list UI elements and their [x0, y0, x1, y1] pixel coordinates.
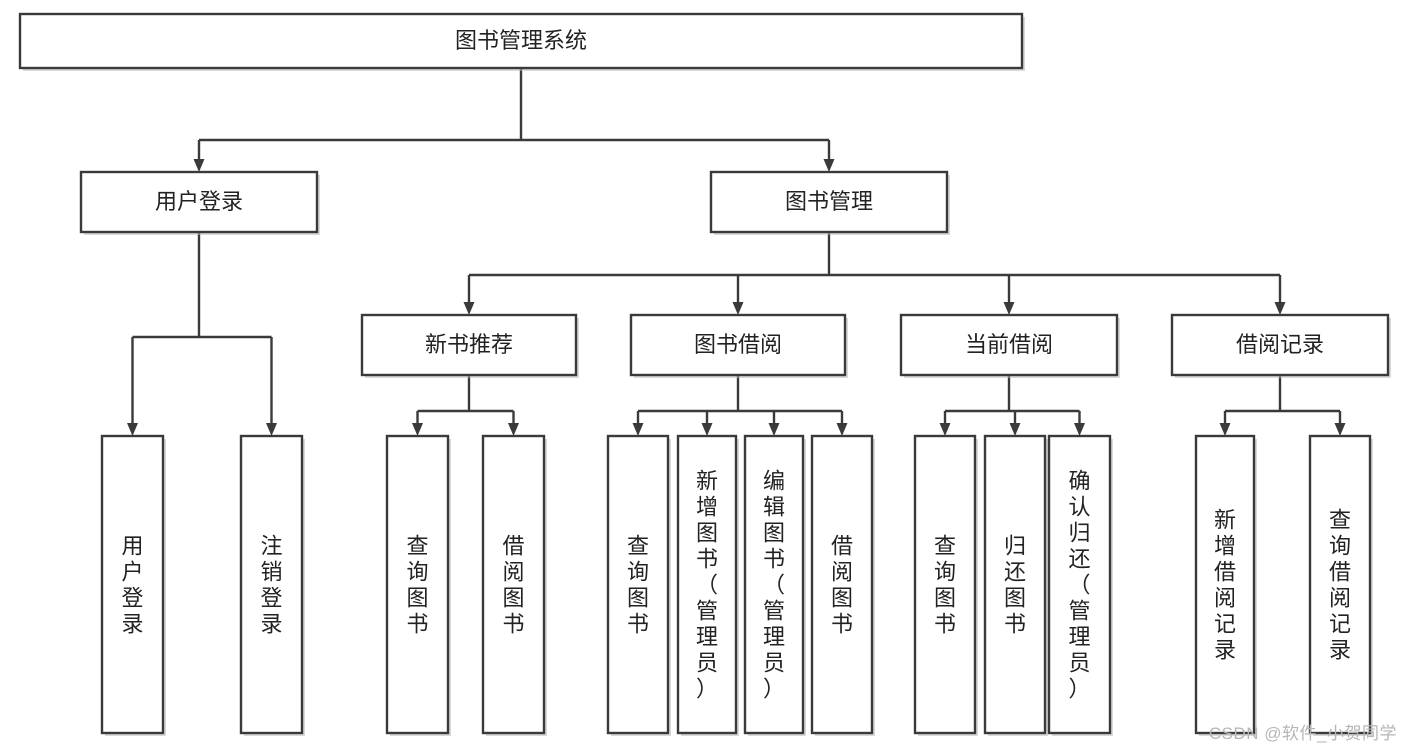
node-label: 编辑图书（管理员）	[763, 469, 785, 702]
node-box	[79, 170, 319, 234]
arrowhead-icon	[1009, 423, 1021, 436]
node-leaf-query-borrow-record[interactable]: 查询借阅记录	[1308, 434, 1373, 736]
node-label: 查询图书	[934, 534, 956, 637]
arrowhead-icon	[1219, 423, 1231, 436]
node-label: 查询图书	[627, 534, 649, 637]
arrowhead-icon	[127, 423, 138, 436]
node-box	[709, 170, 949, 234]
node-leaf-query-book-borrow[interactable]: 查询图书	[606, 434, 671, 736]
arrowhead-icon	[1274, 302, 1286, 315]
edges-layer	[127, 68, 1346, 436]
arrowhead-icon	[701, 423, 713, 436]
node-leaf-add-book-admin[interactable]: 新增图书（管理员）	[676, 434, 739, 736]
node-box	[360, 313, 578, 377]
arrowhead-icon	[1003, 302, 1015, 315]
node-box	[983, 434, 1047, 735]
node-label: 确认归还（管理员）	[1068, 469, 1090, 702]
node-box	[18, 12, 1024, 70]
node-box	[676, 434, 738, 735]
node-new-book-recommend[interactable]: 新书推荐	[360, 313, 579, 378]
node-root[interactable]: 图书管理系统	[18, 12, 1025, 71]
node-leaf-borrow-book-rec[interactable]: 借阅图书	[481, 434, 547, 736]
node-label: 查询图书	[406, 534, 428, 637]
node-label: 借阅记录	[1236, 332, 1324, 357]
node-box	[239, 434, 304, 735]
node-label: 图书管理系统	[455, 28, 587, 53]
node-label: 用户登录	[121, 534, 143, 637]
arrowhead-icon	[768, 423, 780, 436]
node-box	[1194, 434, 1256, 735]
node-leaf-edit-book-admin[interactable]: 编辑图书（管理员）	[743, 434, 806, 736]
node-box	[606, 434, 670, 735]
node-box	[1170, 313, 1390, 377]
node-label: 用户登录	[155, 189, 243, 214]
node-book-manage[interactable]: 图书管理	[709, 170, 950, 235]
arrowhead-icon	[193, 159, 205, 172]
node-label: 图书管理	[785, 189, 873, 214]
node-box	[481, 434, 546, 735]
arrowhead-icon	[266, 423, 277, 436]
arrowhead-icon	[939, 423, 951, 436]
arrowhead-icon	[508, 423, 519, 436]
node-label: 当前借阅	[965, 332, 1053, 357]
node-label: 归还图书	[1004, 534, 1026, 637]
node-box	[913, 434, 977, 735]
arrowhead-icon	[823, 159, 835, 172]
node-box	[899, 313, 1119, 377]
node-label: 查询借阅记录	[1329, 508, 1351, 663]
node-label: 图书借阅	[694, 332, 782, 357]
node-user-login[interactable]: 用户登录	[79, 170, 320, 235]
node-label: 注销登录	[260, 534, 282, 637]
node-leaf-confirm-return-admin[interactable]: 确认归还（管理员）	[1047, 434, 1113, 736]
node-box	[810, 434, 874, 735]
node-leaf-add-borrow-record[interactable]: 新增借阅记录	[1194, 434, 1257, 736]
node-label: 借阅图书	[831, 534, 853, 637]
node-book-borrow[interactable]: 图书借阅	[629, 313, 848, 378]
node-current-borrow[interactable]: 当前借阅	[899, 313, 1120, 378]
nodes-layer: 图书管理系统用户登录图书管理新书推荐图书借阅当前借阅借阅记录用户登录注销登录查询…	[18, 12, 1391, 736]
node-borrow-record[interactable]: 借阅记录	[1170, 313, 1391, 378]
arrowhead-icon	[632, 423, 644, 436]
arrowhead-icon	[836, 423, 848, 436]
node-leaf-query-book-rec[interactable]: 查询图书	[385, 434, 451, 736]
node-leaf-user-login[interactable]: 用户登录	[100, 434, 166, 736]
node-box	[1047, 434, 1112, 735]
arrowhead-icon	[1074, 423, 1085, 436]
arrowhead-icon	[463, 302, 475, 315]
arrowhead-icon	[732, 302, 744, 315]
node-leaf-user-logout[interactable]: 注销登录	[239, 434, 305, 736]
node-box	[629, 313, 847, 377]
node-label: 新书推荐	[425, 332, 513, 357]
node-label: 借阅图书	[502, 534, 524, 637]
node-box	[1308, 434, 1372, 735]
node-box	[743, 434, 805, 735]
node-leaf-borrow-book[interactable]: 借阅图书	[810, 434, 875, 736]
arrowhead-icon	[412, 423, 423, 436]
node-leaf-query-book-current[interactable]: 查询图书	[913, 434, 978, 736]
node-label: 新增图书（管理员）	[696, 469, 718, 702]
node-label: 新增借阅记录	[1214, 508, 1236, 663]
arrowhead-icon	[1334, 423, 1346, 436]
node-box	[100, 434, 165, 735]
node-box	[385, 434, 450, 735]
node-leaf-return-book[interactable]: 归还图书	[983, 434, 1048, 736]
